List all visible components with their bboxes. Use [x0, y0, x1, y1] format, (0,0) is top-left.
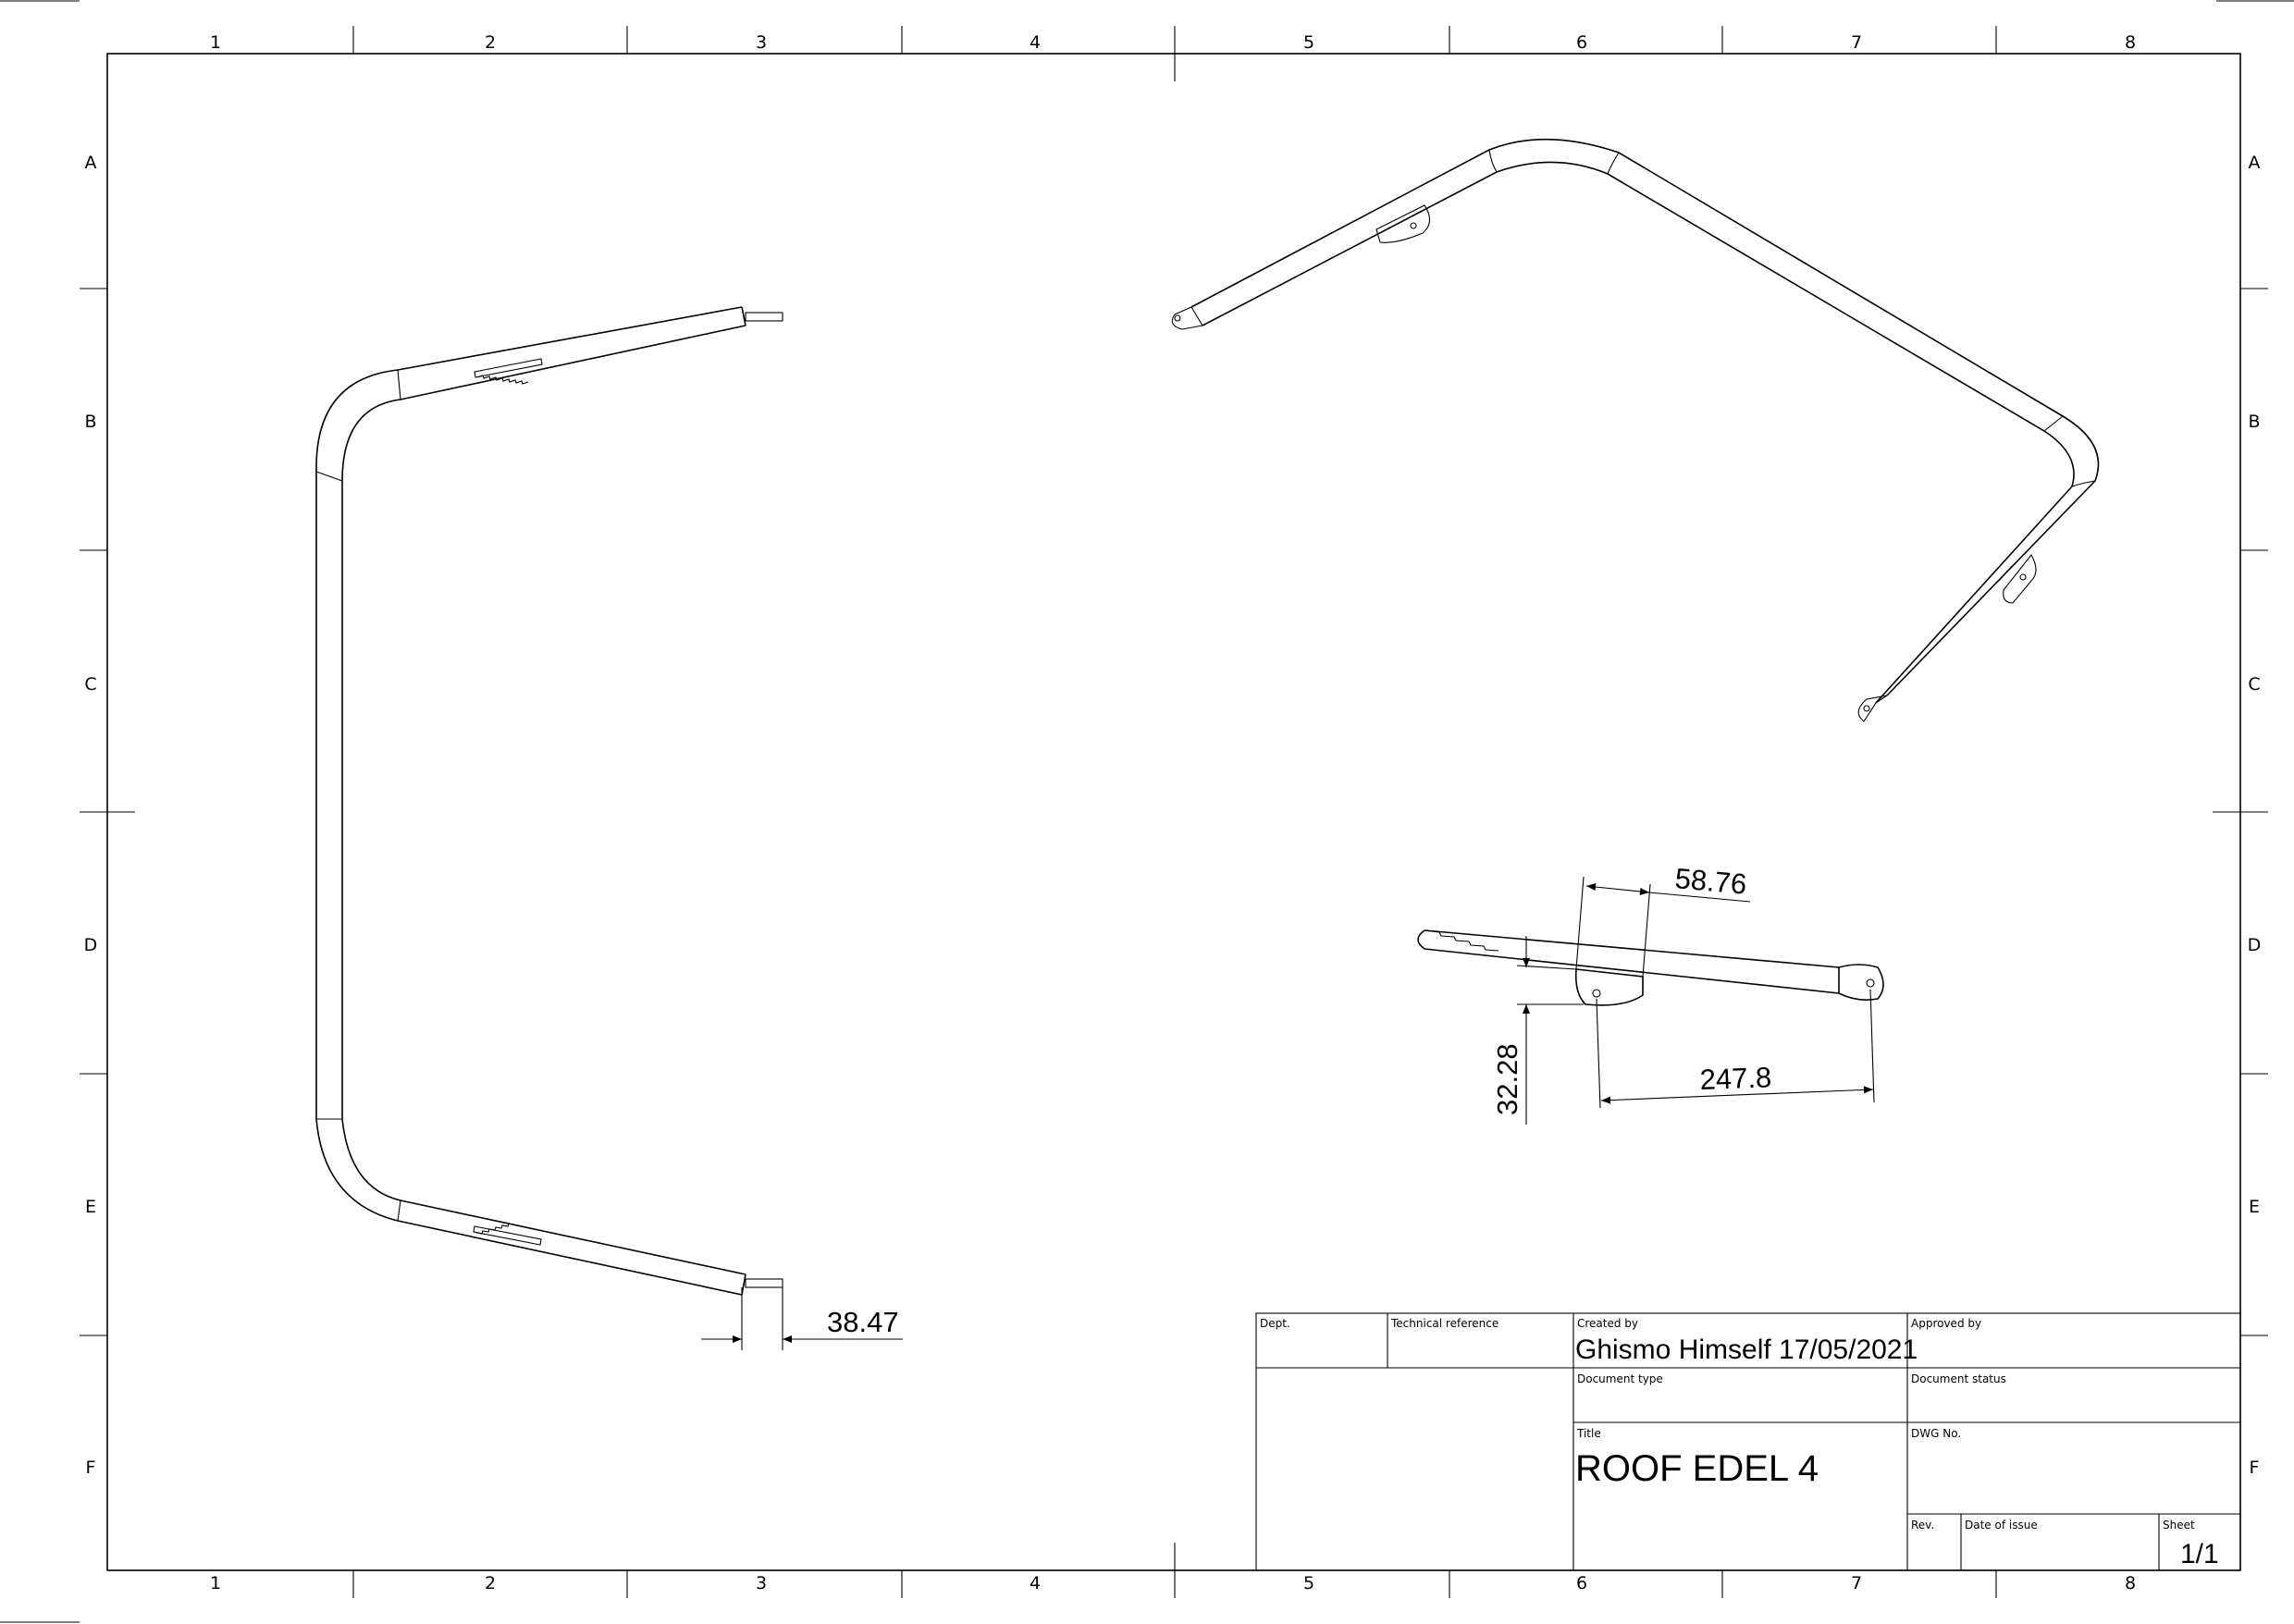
zone-row-label: E	[2249, 1197, 2260, 1217]
dim-label-38-47: 38.47	[827, 1306, 899, 1338]
zone-ticks	[80, 26, 2268, 1598]
zone-row-label: F	[2250, 1458, 2260, 1478]
zone-row-label: D	[84, 935, 98, 955]
zone-col-label: 4	[1030, 1573, 1041, 1593]
dimension-bracket-spacing: 247.8	[1596, 989, 1875, 1109]
tech-ref-label: Technical reference	[1390, 1317, 1498, 1330]
created-by-label: Created by	[1577, 1317, 1638, 1330]
zone-col-label: 1	[210, 1573, 221, 1593]
dimension-bracket-width: 58.76	[1575, 862, 1751, 978]
title-block: Dept. Technical reference Created by Ghi…	[1255, 1312, 2241, 1571]
zone-col-label: 3	[756, 1573, 767, 1593]
zone-col-label: 7	[1851, 32, 1862, 53]
zone-row-label: D	[2248, 935, 2262, 955]
zone-col-label: 6	[1576, 1573, 1587, 1593]
zone-row-label: F	[86, 1458, 96, 1478]
dimension-end-length: 38.47	[701, 1287, 903, 1350]
tube-plan-view	[315, 306, 783, 1296]
zone-row-label: A	[2249, 153, 2261, 173]
document-type-label: Document type	[1577, 1372, 1663, 1385]
created-by-value: Ghismo Himself 17/05/2021	[1575, 1335, 1918, 1365]
zone-col-label: 2	[485, 1573, 496, 1593]
dept-label: Dept.	[1260, 1317, 1290, 1330]
dimension-bracket-offset: 32.28	[1491, 936, 1584, 1125]
dim-label-58-76: 58.76	[1673, 862, 1747, 901]
dim-label-32-28: 32.28	[1491, 1043, 1523, 1115]
zone-row-label: C	[84, 674, 96, 695]
approved-by-label: Approved by	[1911, 1317, 1981, 1330]
zone-col-label: 1	[210, 32, 221, 53]
zone-row-label: C	[2248, 674, 2260, 695]
drawing-title: ROOF EDEL 4	[1575, 1448, 1819, 1489]
sheet-value: 1/1	[2180, 1539, 2219, 1569]
zone-col-label: 5	[1303, 32, 1314, 53]
zone-col-label: 6	[1576, 32, 1587, 53]
dim-label-247-8: 247.8	[1699, 1061, 1772, 1096]
dwg-no-label: DWG No.	[1911, 1427, 1961, 1440]
zone-row-label: A	[85, 153, 97, 173]
zone-col-label: 8	[2125, 1573, 2136, 1593]
zone-col-label: 3	[756, 32, 767, 53]
tube-detail-view	[1417, 929, 1884, 1006]
zone-row-label: B	[2248, 412, 2260, 432]
document-status-label: Document status	[1911, 1372, 2006, 1385]
date-of-issue-label: Date of issue	[1965, 1519, 2038, 1532]
zone-col-label: 4	[1030, 32, 1041, 53]
zone-row-label: B	[84, 412, 96, 432]
zone-row-label: E	[85, 1197, 96, 1217]
rev-label: Rev.	[1911, 1519, 1934, 1532]
zone-col-label: 8	[2125, 32, 2136, 53]
zone-col-label: 5	[1303, 1573, 1314, 1593]
title-label: Title	[1576, 1427, 1601, 1440]
zone-col-label: 2	[485, 32, 496, 53]
sheet-label: Sheet	[2163, 1519, 2195, 1532]
zone-col-label: 7	[1851, 1573, 1862, 1593]
tube-isometric-view	[1171, 138, 2100, 722]
sheet-border	[106, 53, 2241, 1571]
